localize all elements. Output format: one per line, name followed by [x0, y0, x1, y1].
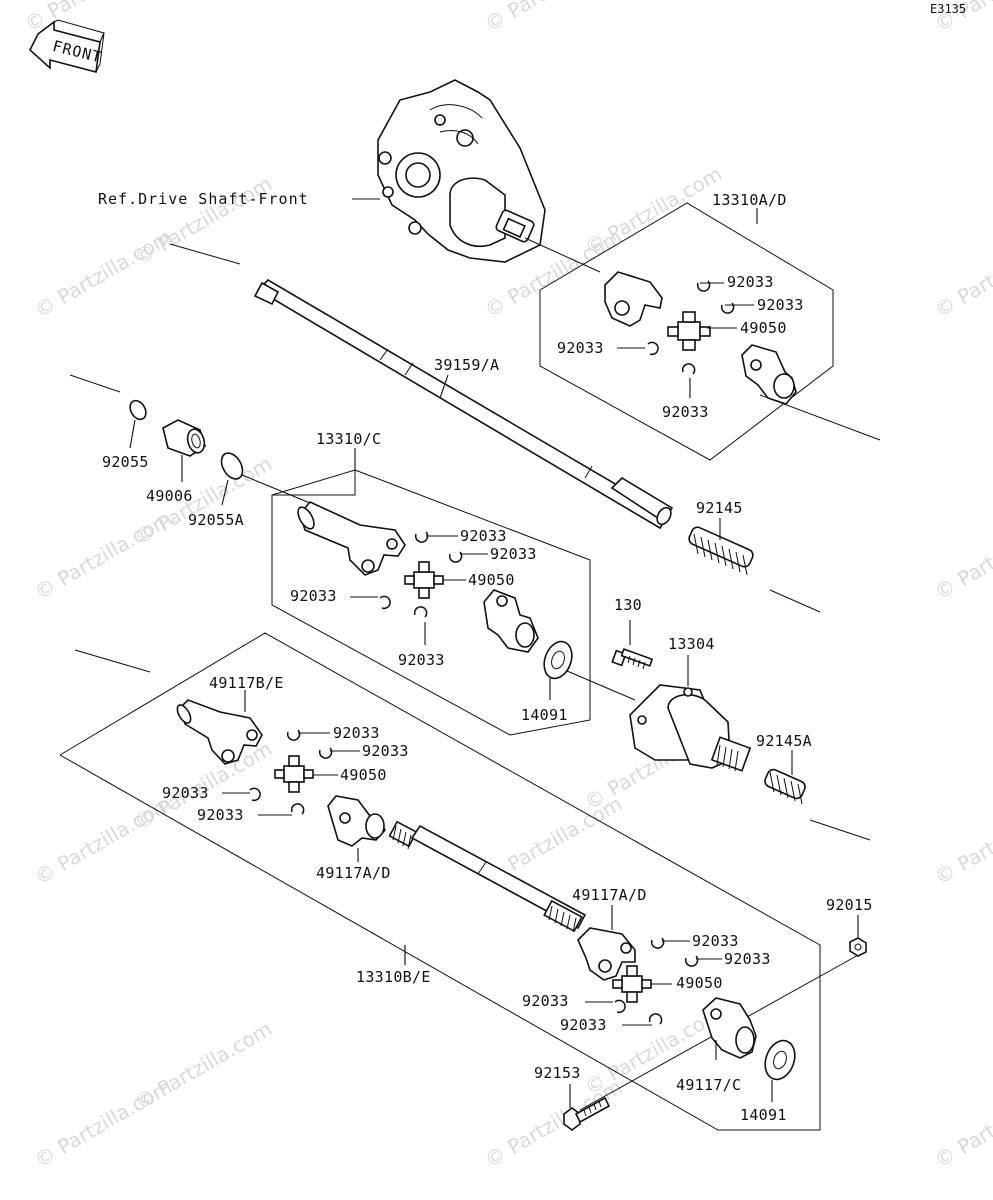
yoke-lower-right-c: [702, 997, 757, 1059]
spider-lower-right: [612, 965, 652, 1003]
watermark: © Partzilla.com: [581, 161, 727, 259]
part-label-clip: 92033: [490, 545, 537, 563]
watermark: © Partzilla.com: [931, 1074, 993, 1172]
part-label-spider: 49050: [740, 319, 787, 337]
clip-ring: [286, 729, 301, 741]
part-label-clip: 92033: [333, 724, 380, 742]
washer-bottom-hole: [773, 1050, 787, 1070]
assembly-outlines: [59, 202, 834, 1131]
yoke-lower-right-a: [577, 927, 636, 981]
part-label-spider: 49050: [676, 974, 723, 992]
spring-lower: [764, 768, 806, 805]
spider-lower-left: [274, 755, 314, 793]
clip-ring: [720, 302, 735, 314]
part-label-clip: 92033: [197, 806, 244, 824]
part-label-clip: 92033: [557, 339, 604, 357]
part-label-o-ring: 92055A: [188, 511, 244, 529]
washer-mid-hole: [551, 650, 565, 670]
part-label-spring: 92145: [696, 499, 743, 517]
part-label-o-ring: 92055: [102, 453, 149, 471]
clip-ring: [696, 280, 711, 292]
yoke-lower-mid: [327, 795, 386, 847]
washer-bottom: [764, 1039, 796, 1081]
leader: [439, 374, 449, 399]
watermark: © Partzilla.com: [931, 791, 993, 889]
watermark: © Partzilla.com: [931, 506, 993, 604]
drive-shaft: [253, 278, 674, 530]
part-label-clip: 92033: [724, 950, 771, 968]
yoke-sleeve-mid: [297, 501, 406, 576]
part-label-clip: 92033: [362, 742, 409, 760]
clip-ring: [650, 937, 665, 949]
clip-ring: [249, 787, 261, 802]
part-label-washer: 14091: [740, 1106, 787, 1124]
yoke-mid-right: [483, 589, 539, 653]
front-arrow-icon: FRONT: [29, 19, 105, 74]
part-label-washer: 14091: [521, 706, 568, 724]
part-label-shaft: 39159/A: [434, 356, 499, 374]
clip-ring: [648, 1013, 663, 1025]
part-label-clip: 92033: [662, 403, 709, 421]
part-label-spider: 49050: [340, 766, 387, 784]
part-label-clip: 92033: [162, 784, 209, 802]
front-differential: [377, 79, 601, 273]
part-label-nut: 92015: [826, 896, 873, 914]
part-label-spider: 49050: [468, 571, 515, 589]
figure-code: E3135: [930, 2, 966, 16]
part-label-assy-mid: 13310/C: [316, 430, 381, 448]
watermark: © Partzilla.com: [131, 1016, 277, 1114]
clip-ring: [290, 803, 305, 815]
part-label-clip: 92033: [460, 527, 507, 545]
bolt-92153: [563, 1096, 611, 1131]
yoke-lower-left: [176, 699, 263, 765]
reference-label: Ref.Drive Shaft-Front: [98, 190, 309, 208]
part-label-clip: 92033: [560, 1016, 607, 1034]
watermark: © Partzilla.com: [131, 171, 277, 269]
part-label-clip: 92033: [522, 992, 569, 1010]
part-label-yoke: 49117A/D: [316, 864, 391, 882]
part-label-clip: 92033: [290, 587, 337, 605]
part-label-spring: 92145A: [756, 732, 812, 750]
nut-92015: [849, 937, 867, 957]
washer-mid: [543, 640, 573, 680]
clip-ring: [318, 747, 333, 759]
clip-ring: [413, 606, 428, 618]
spider-upper: [667, 311, 711, 351]
yoke-upper-left: [604, 271, 663, 327]
part-label-assy-bottom: 13310B/E: [356, 968, 431, 986]
part-label-bushing: 49006: [146, 487, 193, 505]
part-label-yoke: 49117B/E: [209, 674, 284, 692]
watermark: © Partzilla.com: [481, 0, 627, 36]
bolt-130: [611, 648, 654, 670]
part-label-housing: 13304: [668, 635, 715, 653]
yoke-upper-right: [741, 344, 797, 405]
part-label-assy-top: 13310A/D: [712, 191, 787, 209]
clip-ring: [647, 341, 659, 356]
part-label-yoke: 49117/C: [676, 1076, 741, 1094]
clip-ring: [379, 595, 391, 610]
part-label-bolt: 130: [614, 596, 642, 614]
o-ring-large: [220, 452, 244, 480]
propeller-shaft-lower: [388, 820, 587, 933]
part-label-clip: 92033: [692, 932, 739, 950]
leader: [221, 479, 229, 506]
housing-13304: [629, 684, 752, 772]
clip-ring: [684, 955, 699, 967]
spider-mid: [404, 561, 444, 599]
part-label-clip: 92033: [727, 273, 774, 291]
clip-ring: [448, 551, 463, 563]
leader: [129, 419, 136, 449]
o-ring-small: [129, 399, 147, 421]
bushing-part: [162, 419, 206, 457]
part-label-clip: 92033: [398, 651, 445, 669]
part-label-clip: 92033: [757, 296, 804, 314]
part-label-bolt: 92153: [534, 1064, 581, 1082]
watermark: © Partzilla.com: [931, 224, 993, 322]
clip-ring: [614, 999, 626, 1014]
clip-ring: [414, 531, 429, 543]
part-label-yoke: 49117A/D: [572, 886, 647, 904]
spring-upper: [688, 526, 754, 576]
clip-ring: [681, 363, 696, 375]
